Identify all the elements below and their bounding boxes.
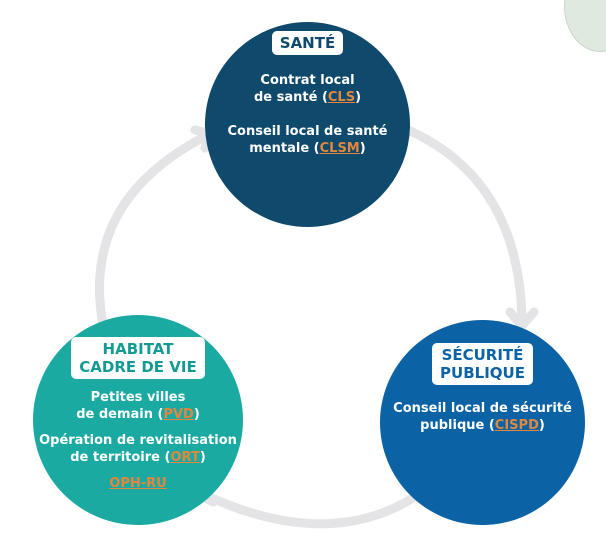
sante-item-clsm-line1: Conseil local de santé <box>227 124 388 139</box>
habitat-item-pvd-suffix: ) <box>193 407 200 422</box>
circle-sante: SANTÉ Contrat local de santé (CLS) Conse… <box>205 22 410 227</box>
habitat-item-ort-suffix: ) <box>199 450 206 465</box>
arrow-securite-to-habitat <box>200 485 430 529</box>
acronym-link-cispd[interactable]: CISPD <box>494 418 539 433</box>
habitat-item-pvd-line1: Petites villes <box>90 390 186 405</box>
sante-item-cls-suffix: ) <box>355 90 362 105</box>
arrow-habitat-to-sante <box>95 130 213 330</box>
securite-item-cispd: Conseil local de sécurité publique (CISP… <box>393 400 572 434</box>
habitat-item-ort-line1: Opération de revitalisation <box>39 433 237 448</box>
acronym-link-oph-ru[interactable]: OPH-RU <box>109 476 167 491</box>
acronym-link-pvd[interactable]: PVD <box>163 407 194 422</box>
habitat-title-line1: HABITAT <box>102 340 174 358</box>
sante-title-text: SANTÉ <box>279 34 336 52</box>
sante-item-cls: Contrat local de santé (CLS) <box>254 72 361 106</box>
habitat-title-line2: CADRE DE VIE <box>79 358 197 376</box>
habitat-item-ort-line2: de territoire (ORT) <box>39 449 237 466</box>
sante-item-clsm-line2: mentale (CLSM) <box>227 140 387 157</box>
securite-item-cispd-line1: Conseil local de sécurité <box>393 401 572 416</box>
acronym-link-cls[interactable]: CLS <box>327 90 356 105</box>
habitat-item-pvd: Petites villes de demain (PVD) <box>76 389 200 423</box>
sante-item-cls-line1: Contrat local <box>260 73 355 88</box>
sante-item-clsm-prefix: mentale ( <box>249 141 320 156</box>
acronym-link-ort[interactable]: ORT <box>170 450 200 465</box>
securite-item-cispd-prefix: publique ( <box>420 418 495 433</box>
circle-habitat: HABITAT CADRE DE VIE Petites villes de d… <box>33 315 243 525</box>
acronym-link-clsm[interactable]: CLSM <box>319 141 360 156</box>
arrowhead-securite <box>505 307 539 331</box>
sante-item-clsm-suffix: ) <box>359 141 366 156</box>
arrow-sante-to-securite <box>403 125 527 327</box>
securite-title-line1: SÉCURITÉ <box>441 346 524 364</box>
securite-title-line2: PUBLIQUE <box>440 364 525 382</box>
habitat-item-pvd-prefix: de demain ( <box>76 407 164 422</box>
habitat-item-pvd-line2: de demain (PVD) <box>76 406 200 423</box>
securite-item-cispd-suffix: ) <box>538 418 545 433</box>
habitat-item-ort: Opération de revitalisation de territoir… <box>39 432 237 466</box>
sante-item-cls-line2: de santé (CLS) <box>254 89 361 106</box>
securite-item-cispd-line2: publique (CISPD) <box>393 417 572 434</box>
habitat-item-ophru: OPH-RU <box>109 475 166 492</box>
sante-item-clsm: Conseil local de santé mentale (CLSM) <box>227 123 387 157</box>
sante-item-cls-prefix: de santé ( <box>253 90 328 105</box>
habitat-title: HABITAT CADRE DE VIE <box>71 337 205 379</box>
habitat-item-ort-prefix: de territoire ( <box>70 450 171 465</box>
sante-title: SANTÉ <box>271 31 344 55</box>
securite-title: SÉCURITÉ PUBLIQUE <box>432 343 533 385</box>
circle-securite: SÉCURITÉ PUBLIQUE Conseil local de sécur… <box>380 320 585 525</box>
